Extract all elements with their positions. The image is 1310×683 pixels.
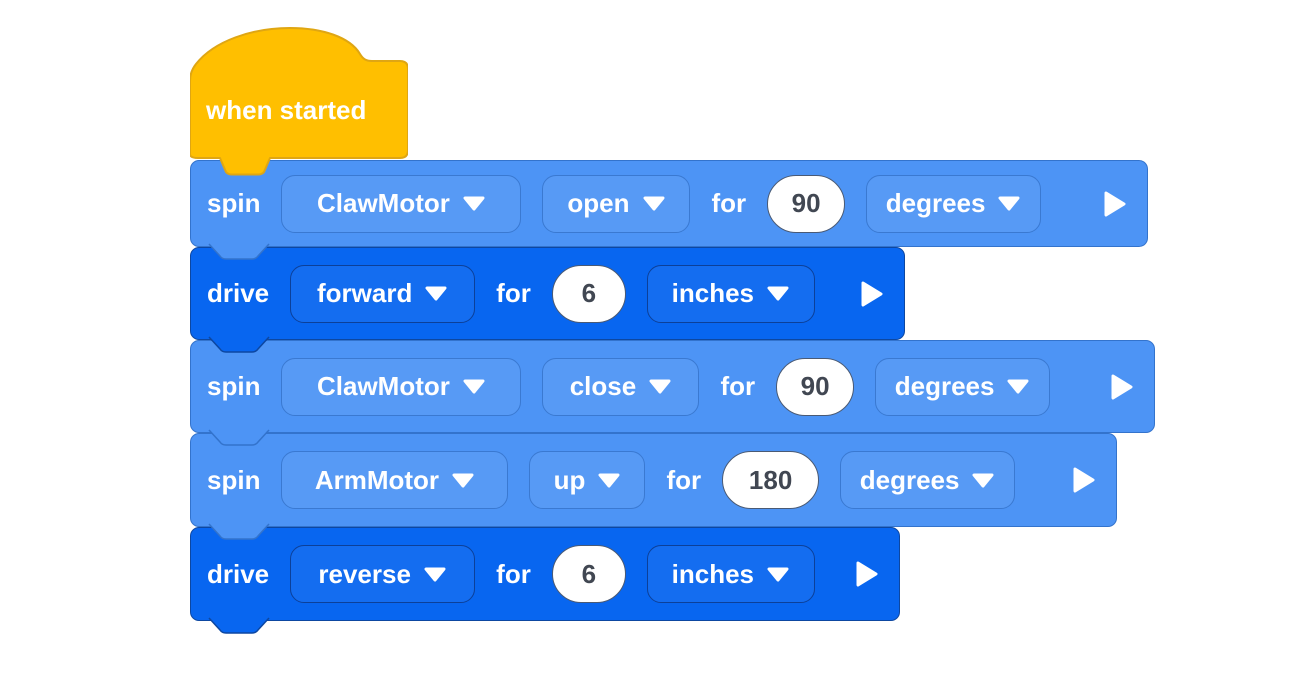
hat-label: when started [206,95,367,125]
unit-dropdown-value: degrees [894,371,995,401]
distance-value-input[interactable]: 6 [551,545,626,603]
unit-dropdown[interactable]: degrees [875,357,1051,416]
degrees-value-input[interactable]: 180 [722,451,820,509]
motor-dropdown[interactable]: ArmMotor [281,451,509,509]
motor-dropdown[interactable]: ClawMotor [281,174,522,233]
block-tab [208,523,270,540]
caret-down-icon [425,286,447,301]
expand-arrow-icon[interactable] [1072,466,1096,494]
expand-arrow-icon[interactable] [1110,373,1134,401]
caret-down-icon [1007,379,1029,394]
caret-down-icon [598,473,620,487]
block-tab [208,617,270,634]
caret-down-icon [452,473,474,487]
direction-dropdown-value: reverse [318,558,411,589]
direction-dropdown[interactable]: reverse [290,545,476,603]
unit-dropdown-value: inches [671,278,755,308]
unit-dropdown[interactable]: degrees [840,451,1016,509]
spin-armmotor-up-block[interactable]: spin ArmMotor up for 180 degrees [190,433,1117,540]
degrees-value-input[interactable]: 90 [767,174,846,233]
degrees-value: 90 [791,188,821,218]
for-label: for [711,188,747,218]
caret-down-icon [767,286,789,301]
drive-label: drive [207,278,270,308]
unit-dropdown-value: degrees [885,188,986,218]
direction-dropdown[interactable]: forward [290,264,476,323]
drive-forward-block[interactable]: drive forward for 6 inches [190,247,905,353]
direction-dropdown-value: up [553,464,586,495]
spin-clawmotor-close-block[interactable]: spin ClawMotor close for 90 degrees [190,340,1155,446]
drive-label: drive [207,558,270,589]
unit-dropdown-value: degrees [859,464,960,495]
motor-dropdown-value: ClawMotor [317,188,450,218]
block-tab [208,429,270,446]
degrees-value: 180 [748,464,793,495]
caret-down-icon [463,379,485,394]
for-label: for [496,558,531,589]
direction-dropdown-value: open [567,188,630,218]
degrees-value-input[interactable]: 90 [776,357,855,416]
block-tab [208,243,270,260]
direction-dropdown-value: close [569,371,637,401]
degrees-value: 90 [800,371,830,401]
direction-dropdown-value: forward [316,278,413,308]
unit-dropdown-value: inches [671,558,755,589]
caret-down-icon [649,379,671,394]
motor-dropdown[interactable]: ClawMotor [281,357,522,416]
drive-reverse-block[interactable]: drive reverse for 6 inches [190,527,900,634]
spin-label: spin [207,188,261,218]
caret-down-icon [424,567,446,581]
unit-dropdown[interactable]: degrees [866,174,1042,233]
hat-shape [190,27,408,176]
for-label: for [720,371,756,401]
direction-dropdown[interactable]: up [529,451,646,509]
when-started-block[interactable]: when started [190,27,408,176]
caret-down-icon [643,196,664,211]
caret-down-icon [767,567,789,581]
motor-dropdown-value: ArmMotor [314,464,440,495]
expand-arrow-icon[interactable] [1103,190,1127,218]
expand-arrow-icon[interactable] [855,560,879,588]
distance-value-input[interactable]: 6 [551,264,626,323]
expand-arrow-icon[interactable] [860,280,884,308]
unit-dropdown[interactable]: inches [646,545,815,603]
direction-dropdown[interactable]: close [542,357,700,416]
direction-dropdown[interactable]: open [542,174,691,233]
caret-down-icon [972,473,994,487]
caret-down-icon [998,196,1020,211]
for-label: for [666,464,702,495]
distance-value: 6 [581,278,597,308]
spin-clawmotor-open-block[interactable]: spin ClawMotor open for 90 degrees [190,160,1148,260]
block-tab [208,336,270,353]
for-label: for [496,278,531,308]
caret-down-icon [463,196,485,211]
motor-dropdown-value: ClawMotor [317,371,450,401]
distance-value: 6 [581,558,597,589]
unit-dropdown[interactable]: inches [646,264,815,323]
spin-label: spin [207,371,261,401]
spin-label: spin [207,464,261,495]
